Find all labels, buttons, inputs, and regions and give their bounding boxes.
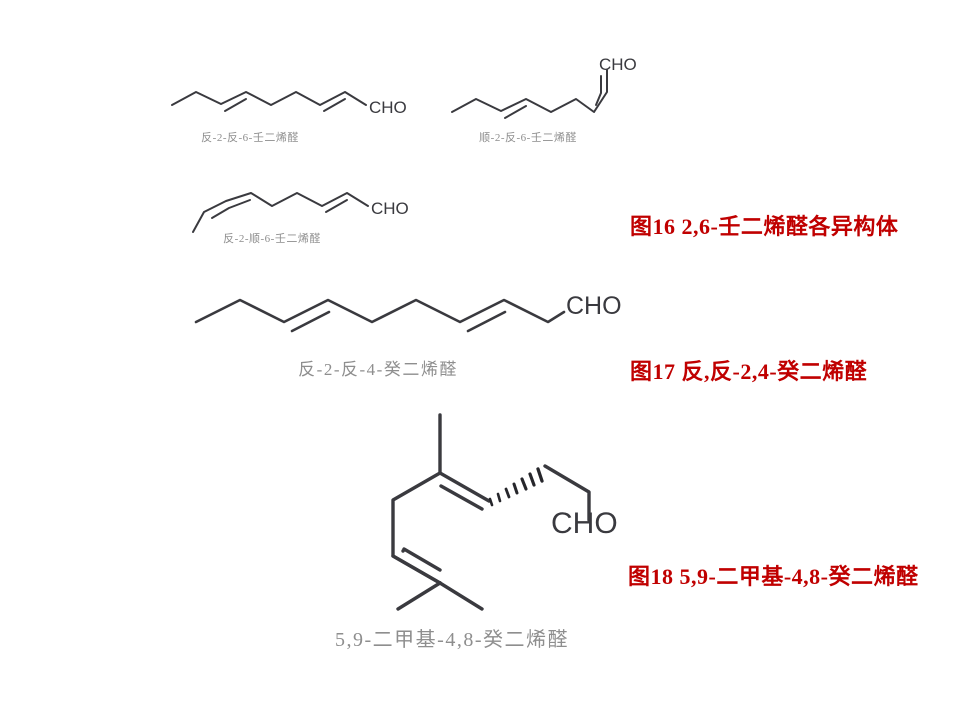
double-bond-4-inner — [439, 484, 484, 511]
structure-trans2-trans6-nonadienal: CHO 反-2-反-6-壬二烯醛 — [171, 91, 407, 144]
structure-caption: 反-2-顺-6-壬二烯醛 — [223, 231, 321, 245]
aldehyde-group-label: CHO — [551, 507, 618, 540]
structure-trans2-cis6-nonadienal: CHO 反-2-顺-6-壬二烯醛 — [192, 192, 409, 245]
double-bond-2-cis — [595, 75, 602, 106]
aldehyde-group-label: CHO — [599, 55, 637, 74]
figure-label-17: 图17 反,反-2,4-癸二烯醛 — [630, 359, 868, 384]
double-bond-8 — [402, 547, 442, 572]
double-bond-6-trans — [224, 98, 247, 112]
double-bond-6-trans — [504, 105, 527, 119]
hashed-wedge-bond — [488, 467, 544, 507]
double-bond-2-trans — [323, 98, 346, 112]
aldehyde-group-label: CHO — [369, 98, 407, 117]
carbon-backbone — [192, 192, 369, 233]
aldehyde-group-label: CHO — [371, 199, 409, 218]
carbon-backbone — [451, 69, 608, 113]
double-bond-4-trans — [290, 310, 331, 333]
double-bond-6-cis — [211, 199, 251, 219]
bond-c8-c9 — [391, 554, 442, 585]
structure-cis2-trans6-nonadienal: CHO 顺-2-反-6-壬二烯醛 — [451, 55, 637, 144]
figure-label-18: 图18 5,9-二甲基-4,8-癸二烯醛 — [628, 564, 919, 589]
double-bond-2-trans — [325, 199, 348, 213]
structure-59-dimethyl-48-decadienal: CHO 5,9-二甲基-4,8-癸二烯醛 — [335, 413, 618, 651]
methyl-branch-c9-right — [438, 581, 484, 611]
structure-trans2-trans4-decadienal: CHO 反-2-反-4-癸二烯醛 — [194, 292, 622, 379]
double-bond-2-trans — [466, 310, 507, 333]
structure-caption: 反-2-反-4-癸二烯醛 — [298, 360, 458, 379]
structure-caption: 反-2-反-6-壬二烯醛 — [201, 130, 299, 144]
carbon-backbone-right — [543, 464, 591, 522]
figure-label-16: 图16 2,6-壬二烯醛各异构体 — [630, 214, 899, 239]
structure-caption: 5,9-二甲基-4,8-癸二烯醛 — [335, 628, 569, 651]
double-bond-4-outer — [438, 471, 491, 503]
structure-caption: 顺-2-反-6-壬二烯醛 — [479, 130, 577, 144]
methyl-branch-c9-left — [396, 581, 442, 611]
aldehyde-group-label: CHO — [566, 292, 622, 320]
carbon-backbone — [171, 91, 367, 106]
carbon-backbone — [194, 298, 566, 324]
